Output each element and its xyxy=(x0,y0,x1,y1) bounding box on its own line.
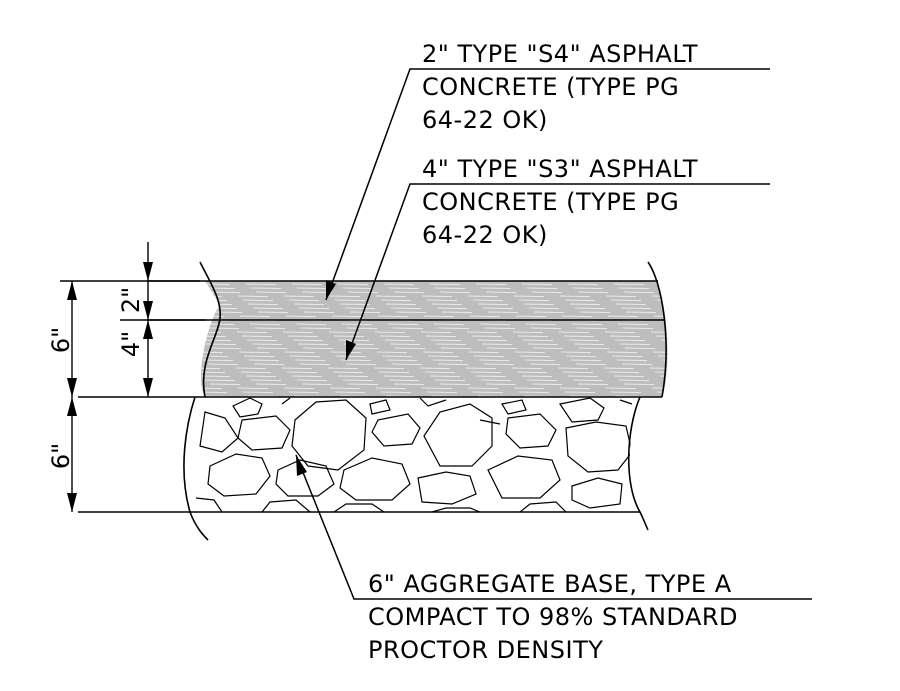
asphalt-layers xyxy=(201,281,668,397)
callout-s4-line1: 2" TYPE "S4" ASPHALT xyxy=(422,40,699,68)
callout-base-line1: 6" AGGREGATE BASE, TYPE A xyxy=(368,570,732,598)
callout-base-line2: COMPACT TO 98% STANDARD xyxy=(368,603,739,631)
callout-s3: 4" TYPE "S3" ASPHALT CONCRETE (TYPE PG 6… xyxy=(422,153,698,252)
dim-asphalt-total: 6" xyxy=(47,326,76,354)
callout-s3-line1: 4" TYPE "S3" ASPHALT xyxy=(422,155,699,183)
callout-s4-line2: CONCRETE (TYPE PG xyxy=(422,73,680,101)
callout-base-line3: PROCTOR DENSITY xyxy=(368,636,604,664)
callout-leaders xyxy=(295,68,812,600)
dimension-lines xyxy=(60,242,205,512)
callout-s3-line2: CONCRETE (TYPE PG xyxy=(422,188,680,216)
callout-s3-line3: 64-22 OK) xyxy=(422,221,548,249)
callout-s4: 2" TYPE "S4" ASPHALT CONCRETE (TYPE PG 6… xyxy=(422,38,698,137)
callout-s4-line3: 64-22 OK) xyxy=(422,106,548,134)
dim-base-layer: 6" xyxy=(47,442,76,470)
dim-s4-layer: 2" xyxy=(117,286,146,314)
aggregate-base xyxy=(195,397,633,512)
dim-s3-layer: 4" xyxy=(117,330,146,358)
callout-base: 6" AGGREGATE BASE, TYPE A COMPACT TO 98%… xyxy=(368,568,738,667)
section-lines xyxy=(78,261,667,541)
